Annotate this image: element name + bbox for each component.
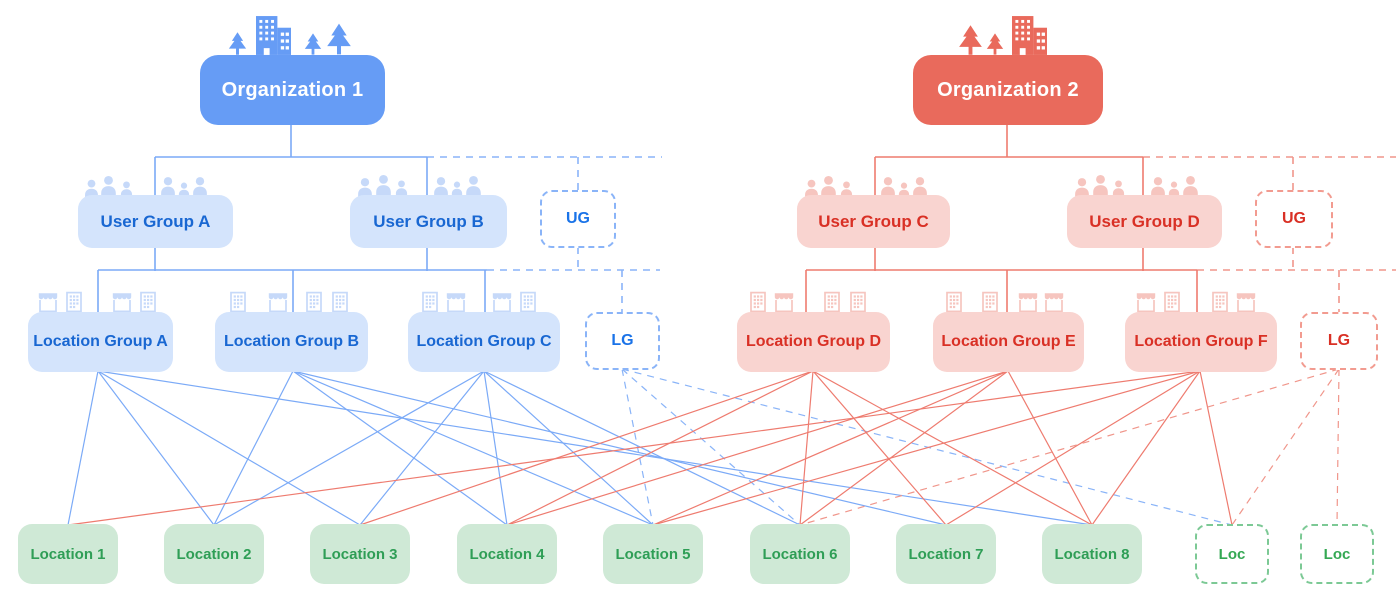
organization-2-box: Organization 2 [913,55,1103,125]
location-group-d-box: Location Group D [737,312,890,372]
location-4-box: Location 4 [457,524,557,584]
storefront-building-icons [750,291,866,313]
location-2-box: Location 2 [164,524,264,584]
location-group-c-box: Location Group C [408,312,560,372]
user-group-b-box: User Group B [350,195,507,248]
location-6-box: Location 6 [750,524,850,584]
location-group-a-box: Location Group A [28,312,173,372]
storefront-building-icons [1135,291,1257,313]
org1-buildings-trees-icon [228,16,351,55]
location-group-e-box: Location Group E [933,312,1084,372]
location-group-f-box: Location Group F [1125,312,1277,372]
location-group-placeholder-blue: LG [585,312,660,370]
org2-buildings-trees-icon [959,16,1047,55]
storefront-building-icons [946,291,1065,313]
location-group-b-box: Location Group B [215,312,368,372]
location-group-placeholder-red: LG [1300,312,1378,370]
user-group-c-box: User Group C [797,195,950,248]
location-8-box: Location 8 [1042,524,1142,584]
user-group-placeholder-blue: UG [540,190,616,248]
location-placeholder-2: Loc [1300,524,1374,584]
user-group-placeholder-red: UG [1255,190,1333,248]
location-5-box: Location 5 [603,524,703,584]
location-7-box: Location 7 [896,524,996,584]
user-group-d-box: User Group D [1067,195,1222,248]
location-placeholder-1: Loc [1195,524,1269,584]
storefront-building-icons [230,291,348,313]
storefront-building-icons [37,291,156,313]
organization-1-box: Organization 1 [200,55,385,125]
location-1-box: Location 1 [18,524,118,584]
user-group-a-box: User Group A [78,195,233,248]
location-3-box: Location 3 [310,524,410,584]
storefront-building-icons [422,291,536,313]
